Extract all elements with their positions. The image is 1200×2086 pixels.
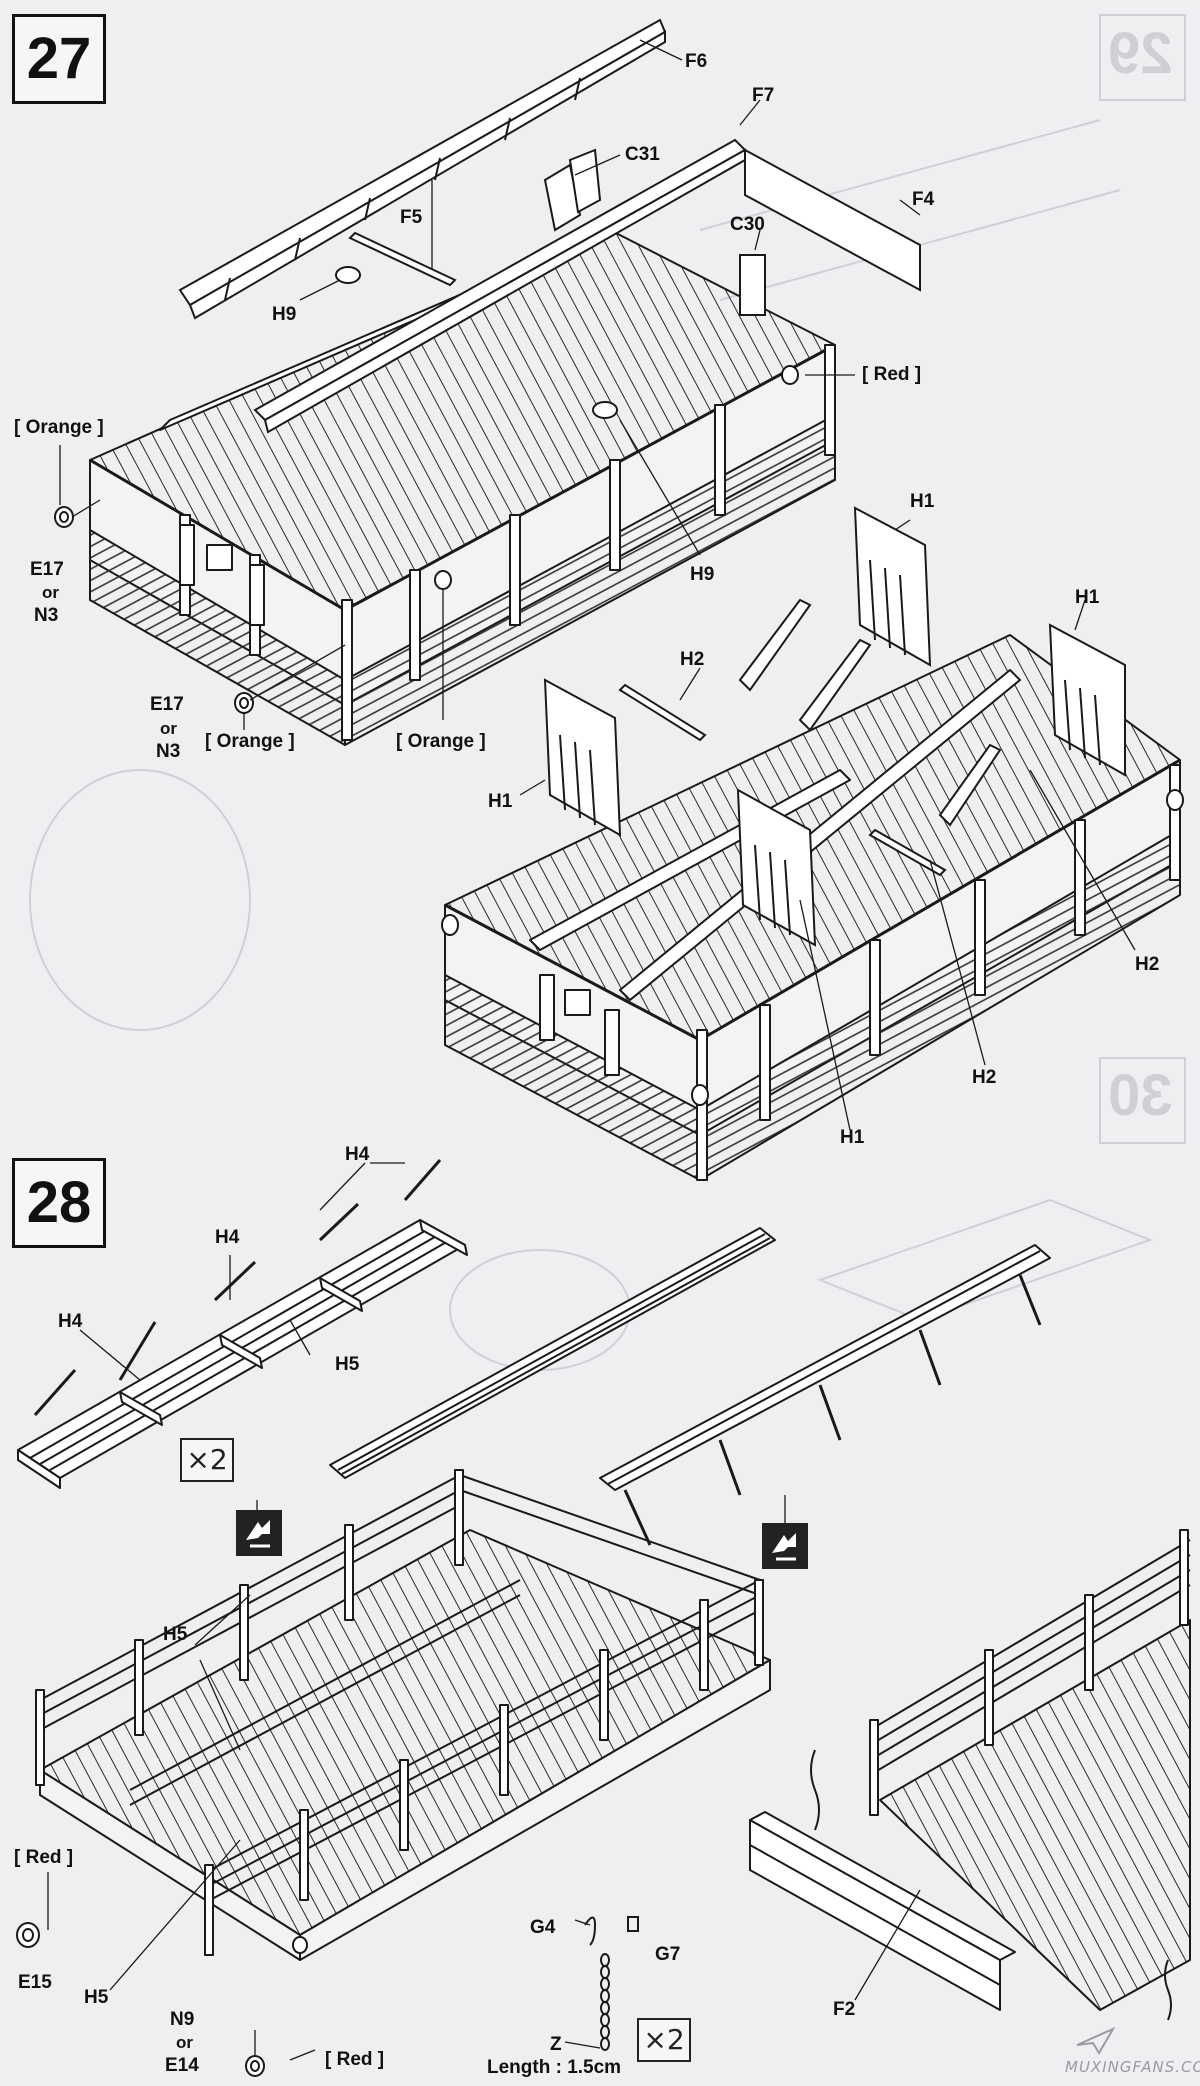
part-c30-c31 [543, 148, 766, 316]
part-h5-rack-mid [329, 1227, 1051, 1546]
part-f4 [744, 148, 921, 292]
label-f7: F7 [752, 85, 775, 106]
watermark-logo-icon [1076, 2027, 1115, 2055]
label-c30: C30 [730, 214, 765, 235]
label-e14: E14 [165, 2055, 199, 2076]
label-n3-left: N3 [34, 605, 59, 626]
label-f2: F2 [833, 1999, 856, 2020]
label-h4-a: H4 [345, 1144, 370, 1165]
label-e15: E15 [18, 1972, 52, 1993]
label-e17-bottom: E17 [150, 694, 184, 715]
leaders-27b [519, 519, 1136, 1131]
label-z: Z [550, 2034, 562, 2055]
step28-bed-right [869, 1529, 1191, 2011]
label-red-left: [ Red ] [14, 1847, 74, 1868]
label-h2-right: H2 [1135, 954, 1160, 975]
label-f5: F5 [400, 207, 423, 228]
turn-over-icon-left [236, 1510, 282, 1556]
label-or-28: or [176, 2033, 193, 2052]
part-h1-panels [543, 506, 1126, 947]
step27-bed-top [89, 229, 836, 746]
label-f6: F6 [685, 51, 708, 72]
turn-over-icon-right [762, 1523, 808, 1569]
label-h5-bottom: H5 [84, 1987, 109, 2008]
label-g4: G4 [530, 1917, 556, 1938]
label-n3-bottom: N3 [156, 741, 181, 762]
part-f5 [348, 231, 457, 287]
label-chain-length: Length : 1.5cm [487, 2057, 622, 2078]
leaders-27a [59, 39, 921, 730]
label-g7: G7 [655, 1944, 681, 1965]
label-red-bottom: [ Red ] [325, 2049, 385, 2070]
label-h9-left: H9 [272, 304, 297, 325]
part-e15-n9 [16, 1922, 265, 2077]
label-orange-bottom: [ Orange ] [205, 731, 295, 752]
label-orange-left: [ Orange ] [14, 417, 104, 438]
ghost-step-30: 30 [1108, 1063, 1173, 1128]
part-h2-braces [618, 598, 1002, 877]
label-h2-top: H2 [680, 649, 705, 670]
leaders-28 [47, 1162, 921, 2061]
label-h1-left: H1 [488, 791, 513, 812]
label-f4: F4 [912, 189, 935, 210]
part-h9 [335, 266, 618, 419]
part-f6 [178, 18, 667, 320]
quantity-x2-chain: ×2 [637, 2018, 691, 2062]
label-or-left: or [42, 583, 59, 602]
label-orange-center: [ Orange ] [396, 731, 486, 752]
label-h1-bottom: H1 [840, 1127, 865, 1148]
step-number-27: 27 [12, 14, 106, 104]
label-h4-c: H4 [58, 1311, 83, 1332]
step27-bed-assembled [441, 634, 1184, 1181]
ghost-step-29: 29 [1108, 21, 1173, 86]
label-n9: N9 [170, 2009, 195, 2030]
label-h5-mid: H5 [163, 1624, 188, 1645]
part-e17 [54, 365, 799, 714]
label-red-27: [ Red ] [862, 364, 922, 385]
label-h9-right: H9 [690, 564, 715, 585]
part-h5-rack-top [17, 1159, 468, 1489]
step28-bed [35, 1469, 771, 1961]
label-h5-top: H5 [335, 1354, 360, 1375]
label-h1-right: H1 [1075, 587, 1100, 608]
step-number-28: 28 [12, 1158, 106, 1248]
label-h1-top: H1 [910, 491, 935, 512]
label-c31: C31 [625, 144, 660, 165]
chains [584, 1749, 1172, 2051]
label-or-bottom: or [160, 719, 177, 738]
label-e17-left: E17 [30, 559, 64, 580]
watermark-text: MUXINGFANS.COM [1065, 2058, 1200, 2076]
part-f2 [749, 1811, 1016, 2011]
label-h4-b: H4 [215, 1227, 240, 1248]
quantity-x2-rack: ×2 [180, 1438, 234, 1482]
label-h2-bottom: H2 [972, 1067, 997, 1088]
